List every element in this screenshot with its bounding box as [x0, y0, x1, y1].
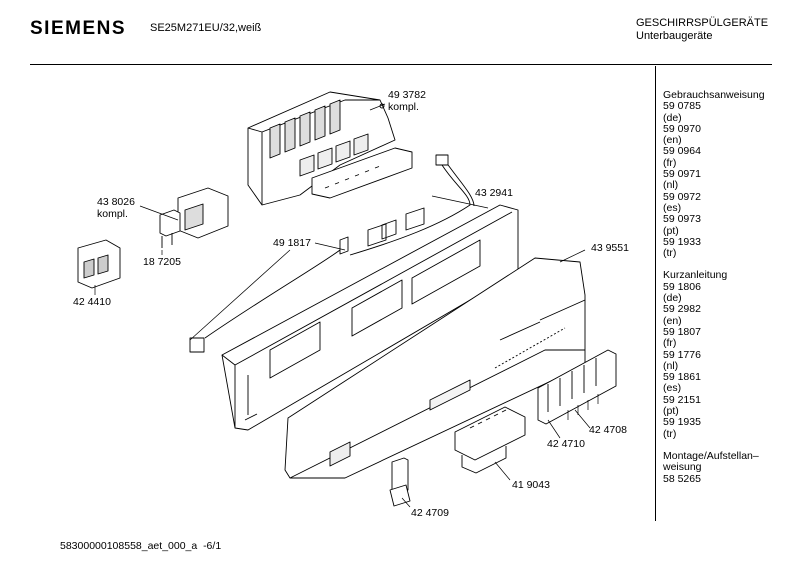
part-label-187205: 18 7205 — [143, 256, 181, 268]
doc-lang: (fr) — [663, 337, 677, 350]
document-id: 58300000108558_aet_000_a -6/1 — [60, 540, 222, 552]
doc-lang: (nl) — [663, 179, 679, 192]
part-note: kompl. — [388, 101, 419, 113]
header-divider — [30, 64, 772, 65]
model-number: SE25M271EU/32,weiß — [150, 22, 262, 34]
sidebar-divider — [655, 66, 656, 521]
doc-number: 59 0971 — [663, 168, 701, 181]
doc-number: 58 5265 — [663, 472, 701, 485]
knob-housing-drawing — [454, 406, 526, 474]
doc-lang: (pt) — [663, 405, 679, 418]
doc-section-title: Kurzanleitung — [663, 269, 728, 282]
doc-lang: (de) — [663, 111, 682, 124]
doc-lang: (fr) — [663, 156, 677, 169]
doc-section-quick-guide: Kurzanleitung 59 1806 (de) 59 2982 (en) … — [663, 269, 765, 440]
doc-section-installation: Montage/Aufstellan– weisung 58 5265 — [663, 449, 765, 485]
doc-number: 59 1861 — [663, 371, 701, 384]
doc-lang: (nl) — [663, 359, 679, 372]
doc-number: 59 0972 — [663, 190, 701, 203]
control-frame-drawing — [221, 204, 519, 431]
electronic-module-drawing — [247, 91, 413, 206]
doc-number: 59 0785 — [663, 100, 701, 113]
doc-number: 59 2151 — [663, 393, 701, 406]
part-number: 49 3782 — [388, 89, 426, 101]
part-label-424708: 42 4708 — [589, 424, 627, 436]
part-label-424710: 42 4710 — [547, 438, 585, 450]
part-label-439551: 43 9551 — [591, 242, 629, 254]
doc-lang: (en) — [663, 314, 682, 327]
doc-lang: (de) — [663, 292, 682, 305]
doc-lang: (tr) — [663, 247, 677, 260]
documentation-list: Gebrauchsanweisung 59 0785 (de) 59 0970 … — [663, 89, 765, 496]
part-label-424709: 42 4709 — [411, 507, 449, 519]
doc-section-title: Montage/Aufstellan– weisung — [663, 449, 759, 474]
doc-lang: (es) — [663, 201, 682, 214]
leader-lines — [94, 103, 599, 508]
doc-number: 59 1807 — [663, 325, 701, 338]
part-label-493782: 49 3782 kompl. — [388, 89, 426, 113]
part-label-419043: 41 9043 — [512, 479, 550, 491]
doc-lang: (en) — [663, 134, 682, 147]
category-title: GESCHIRRSPÜLGERÄTE — [636, 17, 769, 29]
doc-number: 59 2982 — [663, 303, 701, 316]
brand-logo: SIEMENS — [30, 18, 127, 39]
doc-number: 59 1776 — [663, 348, 701, 361]
pump-switch-drawing — [159, 187, 229, 248]
doc-lang: (tr) — [663, 427, 677, 440]
part-label-424410: 42 4410 — [73, 296, 111, 308]
doc-lang: (es) — [663, 382, 682, 395]
doc-number: 59 1935 — [663, 416, 701, 429]
button-strip-drawing — [537, 349, 617, 425]
part-note: kompl. — [97, 208, 128, 220]
cable-harness-drawing — [189, 154, 475, 353]
part-label-438026: 43 8026 kompl. — [97, 196, 135, 220]
doc-section-title: Gebrauchsanweisung — [663, 89, 765, 101]
doc-number: 59 0964 — [663, 145, 701, 158]
part-number: 43 8026 — [97, 196, 135, 208]
filter-part-drawing — [77, 239, 121, 289]
doc-lang: (pt) — [663, 224, 679, 237]
doc-number: 59 0970 — [663, 122, 701, 135]
doc-number: 59 1806 — [663, 280, 701, 293]
lever-drawing — [389, 457, 411, 507]
category-block: GESCHIRRSPÜLGERÄTE Unterbaugeräte — [636, 17, 768, 43]
category-subtitle: Unterbaugeräte — [636, 30, 713, 42]
part-label-491817: 49 1817 — [273, 237, 311, 249]
doc-number: 59 1933 — [663, 235, 701, 248]
doc-section-user-manual: Gebrauchsanweisung 59 0785 (de) 59 0970 … — [663, 89, 765, 260]
part-label-432941: 43 2941 — [475, 187, 513, 199]
doc-number: 59 0973 — [663, 213, 701, 226]
